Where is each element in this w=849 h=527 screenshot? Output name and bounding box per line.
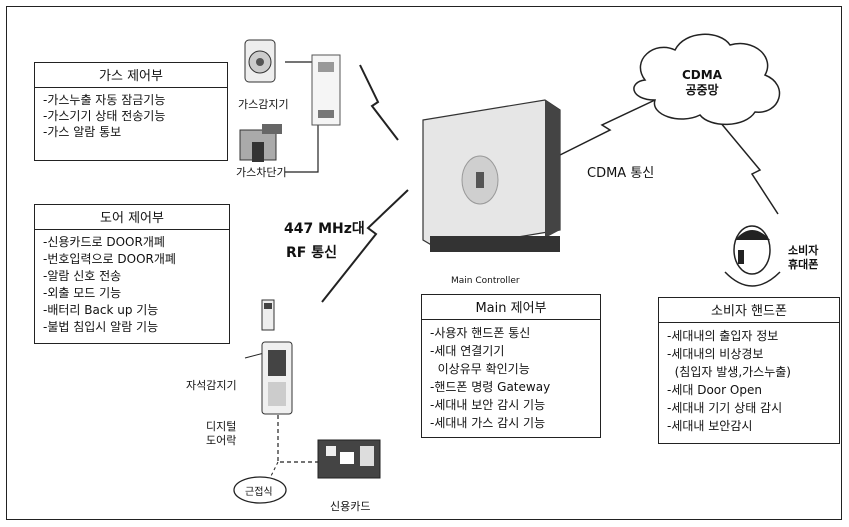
digital-lock-line2: 도어락 [206,434,236,448]
consumer-phone-icon [725,226,780,286]
gas-breaker-label: 가스차단기 [236,164,287,180]
key-fob-label: 근접식 [245,483,273,498]
main-controller-label: Main Controller [451,276,520,286]
gas-sensor-label: 가스감지기 [238,96,289,112]
digital-lock-line1: 디지털 [206,420,236,434]
digital-door-lock-icon [262,342,292,414]
main-controller-icon [423,100,560,252]
consumer-phone-line2: 휴대폰 [788,258,818,272]
rf-frequency-label: 447 MHz대 [284,218,365,238]
gas-breaker-icon [240,124,282,162]
magnetic-sensor-label: 자석감지기 [186,377,237,393]
cdma-cloud-line1: CDMA [682,68,722,83]
gas-controller-icon [312,55,340,125]
cdma-cloud-label: CDMA 공중망 [682,68,722,98]
digital-lock-label: 디지털 도어락 [206,420,236,448]
credit-card-label: 신용카드 [330,498,370,514]
cdma-cloud-line2: 공중망 [682,83,722,98]
gas-sensor-icon [245,40,275,82]
cdma-comm-label: CDMA 통신 [587,162,654,181]
card-reader-icon [318,440,380,478]
consumer-phone-label: 소비자 휴대폰 [788,244,818,272]
rf-comm-label: RF 통신 [286,242,337,262]
consumer-phone-line1: 소비자 [788,244,818,258]
magnetic-sensor-icon [262,300,274,330]
